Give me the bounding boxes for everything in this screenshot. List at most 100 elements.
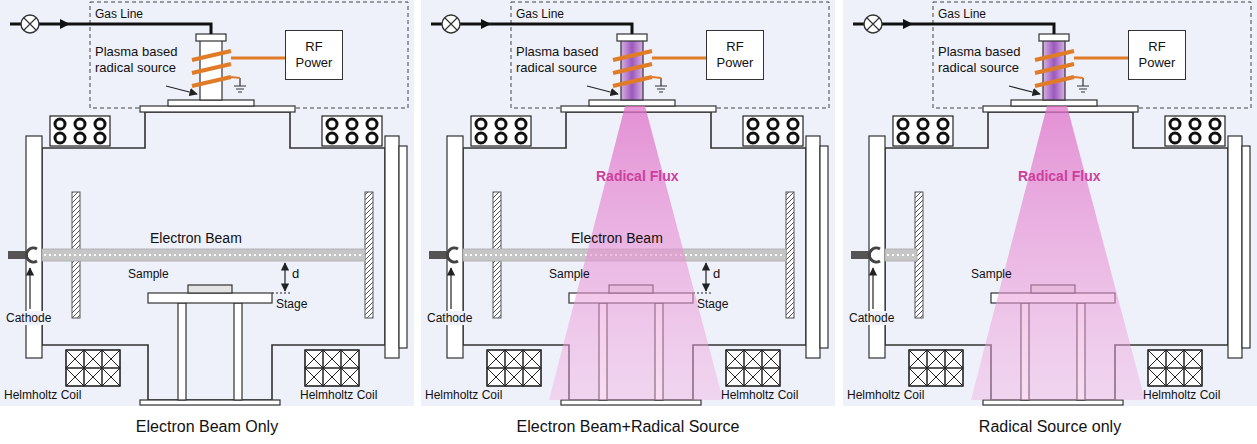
coil-cross [505,368,523,386]
distance-label: d [292,266,299,282]
flux-label: Radical Flux [596,168,678,185]
cathode-symbol [869,248,880,262]
rf-power-box: RF Power [285,30,343,80]
rf-lead [1074,57,1128,60]
flux-label: Radical Flux [1018,168,1100,185]
sample-label: Sample [971,267,1012,281]
coil-cross [762,350,780,368]
rf-coil-turn [192,77,231,86]
cathode-label: Cathode [425,311,474,325]
source-enclosure [90,2,408,108]
coil-cross [305,350,323,368]
tube-cap [196,34,226,41]
coil-cross [523,350,541,368]
coil-cell [762,350,780,368]
gas-line [10,24,211,34]
coil-winding [938,133,948,143]
source-label: Plasma based radical source [516,44,616,75]
rf-coil-turn [613,64,652,73]
coil-cell [909,350,927,368]
coil-label: Helmholtz Coil [721,388,798,402]
coil-cross [487,368,505,386]
stage-dotted-line [693,292,713,293]
coil-cell [762,368,780,386]
helmholtz-coil-bottom [909,350,963,386]
coil-winding [55,133,65,143]
panel-caption: Electron Beam+Radical Source [421,417,835,436]
helmholtz-coil-top [322,116,382,146]
coil-cell [726,350,744,368]
rf-coil-turn [1035,51,1074,60]
coil-winding [496,133,506,143]
coil-cell [523,350,541,368]
rf-lead [652,57,706,60]
grid-plate [365,192,373,318]
beam-label: Electron Beam [150,230,242,247]
rf-lead [231,57,285,60]
coil-cell [102,350,120,368]
coil-cross [505,350,523,368]
flow-arrow [60,19,70,29]
helmholtz-coil-bottom [726,350,780,386]
coil-cell [945,368,963,386]
coil-winding [476,133,486,143]
coil-winding [788,119,798,129]
radical-flux [971,106,1145,400]
coil-winding [898,133,908,143]
distance-label: d [713,266,720,282]
valve-cross [445,18,457,30]
helmholtz-coil-bottom [66,350,120,386]
coil-cross [1184,368,1202,386]
coil-cell [1148,350,1166,368]
coil-cross [323,368,341,386]
coil-winding [768,133,778,143]
bottom-flange [561,400,701,405]
source-leader [587,86,618,94]
coil-cell [84,350,102,368]
sample [188,285,232,293]
right-flange-cap [820,146,828,348]
gas-valve [442,15,460,33]
coil-winding [1190,119,1200,129]
stage-dotted-line [272,292,292,293]
gas-valve [864,15,882,33]
coil-cross [323,350,341,368]
top-flange [140,106,295,112]
coil-cell [909,368,927,386]
coil-cell [726,368,744,386]
panel-ground [843,0,1257,406]
coil-cell [66,350,84,368]
beam-dots [887,254,915,256]
coil-cross [1184,350,1202,368]
rf-coil-turn [192,64,231,73]
coil-winding [367,119,377,129]
vacuum-chamber [42,112,385,400]
helmholtz-coil-top [471,116,531,146]
coil-winding [516,133,526,143]
source-label: Plasma based radical source [938,44,1038,75]
source-enclosure [511,2,829,108]
coil-cross [762,368,780,386]
gas-line [431,24,632,34]
coil-cell [744,368,762,386]
coil-cell [305,350,323,368]
coil-cross [84,368,102,386]
coil-winding [367,133,377,143]
helmholtz-coil-bottom [305,350,359,386]
ground-symbol [234,78,246,92]
cathode-leader [450,268,451,309]
coil-cross [1148,350,1166,368]
flow-arrow [481,19,491,29]
sample-label: Sample [549,267,590,281]
coil-cell [1184,350,1202,368]
coil-winding [788,133,798,143]
coil-cell [1166,350,1184,368]
cathode-symbol [447,248,458,262]
coil-cross [744,350,762,368]
right-flange [806,136,820,358]
coil-cell [341,368,359,386]
valve-cross [867,18,879,30]
ground-symbol [655,78,667,92]
